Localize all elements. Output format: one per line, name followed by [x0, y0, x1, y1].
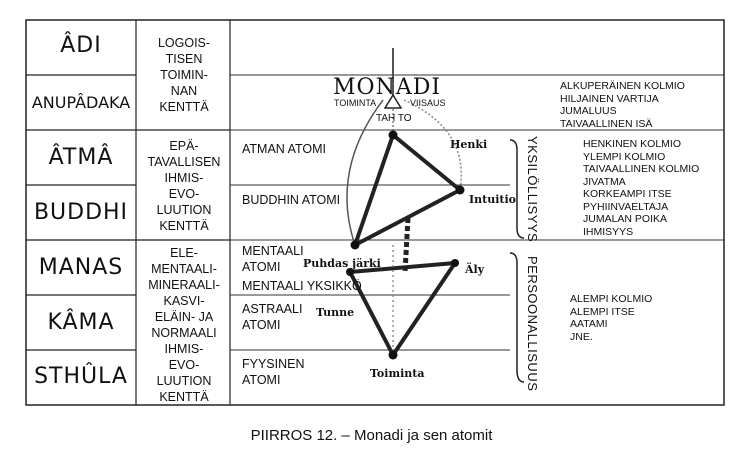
field-logoic: LOGOIS- TISEN TOIMIN- NAN KENTTÄ [138, 35, 230, 115]
field-epa-line: LUUTION [156, 203, 212, 217]
curve-left [346, 99, 384, 246]
buddhi-node [455, 185, 465, 195]
mental-unit-label: MENTAALI YKSIKKÖ [242, 279, 362, 293]
desc-top-line: HILJAINEN VARTIJA [560, 92, 659, 105]
desc-bottom-line: ALEMPI ITSE [570, 305, 635, 318]
plane-buddhi: BUDDHI [33, 200, 129, 225]
buddhi-atom-label: BUDDHIN ATOMI [242, 193, 341, 207]
atma-node [388, 130, 398, 140]
field-ele-line: NORMAALI [151, 326, 217, 340]
upper-bracket [509, 139, 525, 239]
yksilollisyys-label: YKSILÖLLISYYS [525, 136, 540, 243]
field-epa-line: EPÄ- [169, 139, 199, 153]
table-frame [25, 19, 725, 406]
toiminta-label: Toiminta [370, 367, 425, 380]
aly-node [451, 259, 459, 267]
desc-bottom: ALEMPI KOLMIO ALEMPI ITSE AATAMI JNE. [570, 293, 652, 343]
desc-bottom-line: ALEMPI KOLMIO [570, 293, 653, 305]
field-ele-line: MENTAALI- [151, 262, 217, 276]
desc-bottom-line: AATAMI [570, 318, 608, 330]
field-ele-line: LUUTION [156, 374, 212, 388]
desc-top-line: ALKUPERÄINEN KOLMIO [560, 80, 685, 92]
field-ele-line: EVO- [168, 358, 200, 372]
desc-middle-line: PYHIINVAELTAJA [583, 200, 669, 213]
persoonallisuus-label: PERSOONALLISUUS [525, 256, 540, 392]
physical-atom-line: ATOMI [242, 373, 281, 387]
physical-atom-label: FYYSINEN ATOMI [242, 356, 305, 388]
atman-atom-label: ATMAN ATOMI [242, 142, 327, 156]
atom-row-lines [230, 74, 724, 351]
field-ele-line: MINERAALI- [148, 278, 220, 292]
puhdas-jarki-label: Puhdas järki [303, 257, 381, 270]
desc-middle-line: KORKEAMPI ITSE [583, 188, 672, 200]
desc-middle-line: IHMISYYS [583, 225, 634, 238]
desc-middle-line: TAIVAALLINEN KOLMIO [583, 163, 700, 175]
astral-atom-line: ASTRAALI [242, 302, 303, 316]
field-epa-line: EVO- [168, 187, 200, 201]
desc-middle-line: JIVATMA [583, 175, 626, 188]
monad-triangle-icon [383, 93, 403, 109]
astral-atom-label: ASTRAALI ATOMI [242, 301, 302, 333]
desc-middle: HENKINEN KOLMIO YLEMPI KOLMIO TAIVAALLIN… [583, 138, 699, 238]
lower-bracket [509, 252, 525, 383]
plane-atma: ÂTMÂ [48, 145, 114, 170]
henki-label: Henki [450, 138, 488, 151]
desc-top: ALKUPERÄINEN KOLMIO HILJAINEN VARTIJA JU… [560, 80, 685, 130]
field-ele-line: IHMIS- [164, 342, 204, 356]
field-row-lines [136, 129, 230, 241]
field-epa-line: IHMIS- [164, 171, 204, 185]
desc-middle-line: HENKINEN KOLMIO [583, 138, 682, 150]
plane-adi: ÂDI [60, 33, 102, 58]
curve-right [403, 99, 462, 191]
field-ele-line: KENTTÄ [159, 390, 209, 404]
desc-top-line: TAIVAALLINEN ISÄ [560, 117, 653, 130]
field-logoic-line: NAN [170, 84, 198, 98]
field-epa-line: TAVALLISEN [147, 155, 221, 169]
desc-middle-line: JUMALAN POIKA [583, 213, 668, 225]
field-ele-line: KASVI- [163, 294, 205, 308]
plane-row-lines [26, 74, 136, 351]
monad-tahto-label: TAH TO [376, 113, 412, 124]
field-logoic-line: TOIMIN- [160, 68, 208, 82]
field-logoic-line: KENTTÄ [159, 100, 209, 114]
mental-atom-line: ATOMI [242, 260, 281, 274]
aly-label: Äly [465, 263, 485, 276]
desc-bottom-line: JNE. [570, 330, 593, 343]
monad-title: MONADI [333, 75, 442, 100]
plane-anupadaka: ANUPÂDAKA [31, 93, 131, 112]
desc-middle-line: YLEMPI KOLMIO [583, 150, 666, 163]
desc-top-line: JUMALUUS [560, 105, 617, 117]
intuitio-label: Intuitio [469, 193, 516, 206]
astral-atom-line: ATOMI [242, 318, 281, 332]
field-logoic-line: TISEN [165, 52, 203, 66]
manas-node [350, 240, 360, 250]
tunne-label: Tunne [316, 306, 355, 319]
field-ele-line: ELE- [170, 246, 198, 260]
field-ele-line: ELÄIN- JA [154, 310, 214, 324]
field-epa-line: KENTTÄ [159, 219, 209, 233]
mental-atom-label: MENTAALI ATOMI [242, 243, 304, 275]
physical-atom-line: FYYSINEN [242, 357, 305, 371]
plane-kama: KÂMA [47, 310, 115, 335]
field-epa: EPÄ- TAVALLISEN IHMIS- EVO- LUUTION KENT… [138, 138, 230, 234]
field-logoic-line: LOGOIS- [157, 36, 211, 50]
field-ele: ELE- MENTAALI- MINERAALI- KASVI- ELÄIN- … [138, 245, 230, 405]
mental-atom-line: MENTAALI [242, 244, 304, 258]
upper-triangle [353, 133, 462, 247]
monad-viisaus-label: VIISAUS [410, 98, 446, 108]
lower-triangle [348, 261, 457, 357]
toiminta-node [388, 350, 398, 360]
plane-manas: MANAS [38, 255, 124, 280]
plane-sthula: STHÛLA [34, 364, 128, 389]
tunne-node [346, 268, 354, 276]
monad-toiminta-label: TOIMINTA [334, 98, 377, 108]
figure-caption: PIIRROS 12. – Monadi ja sen atomit [250, 427, 493, 444]
antahkarana-link [402, 217, 411, 273]
